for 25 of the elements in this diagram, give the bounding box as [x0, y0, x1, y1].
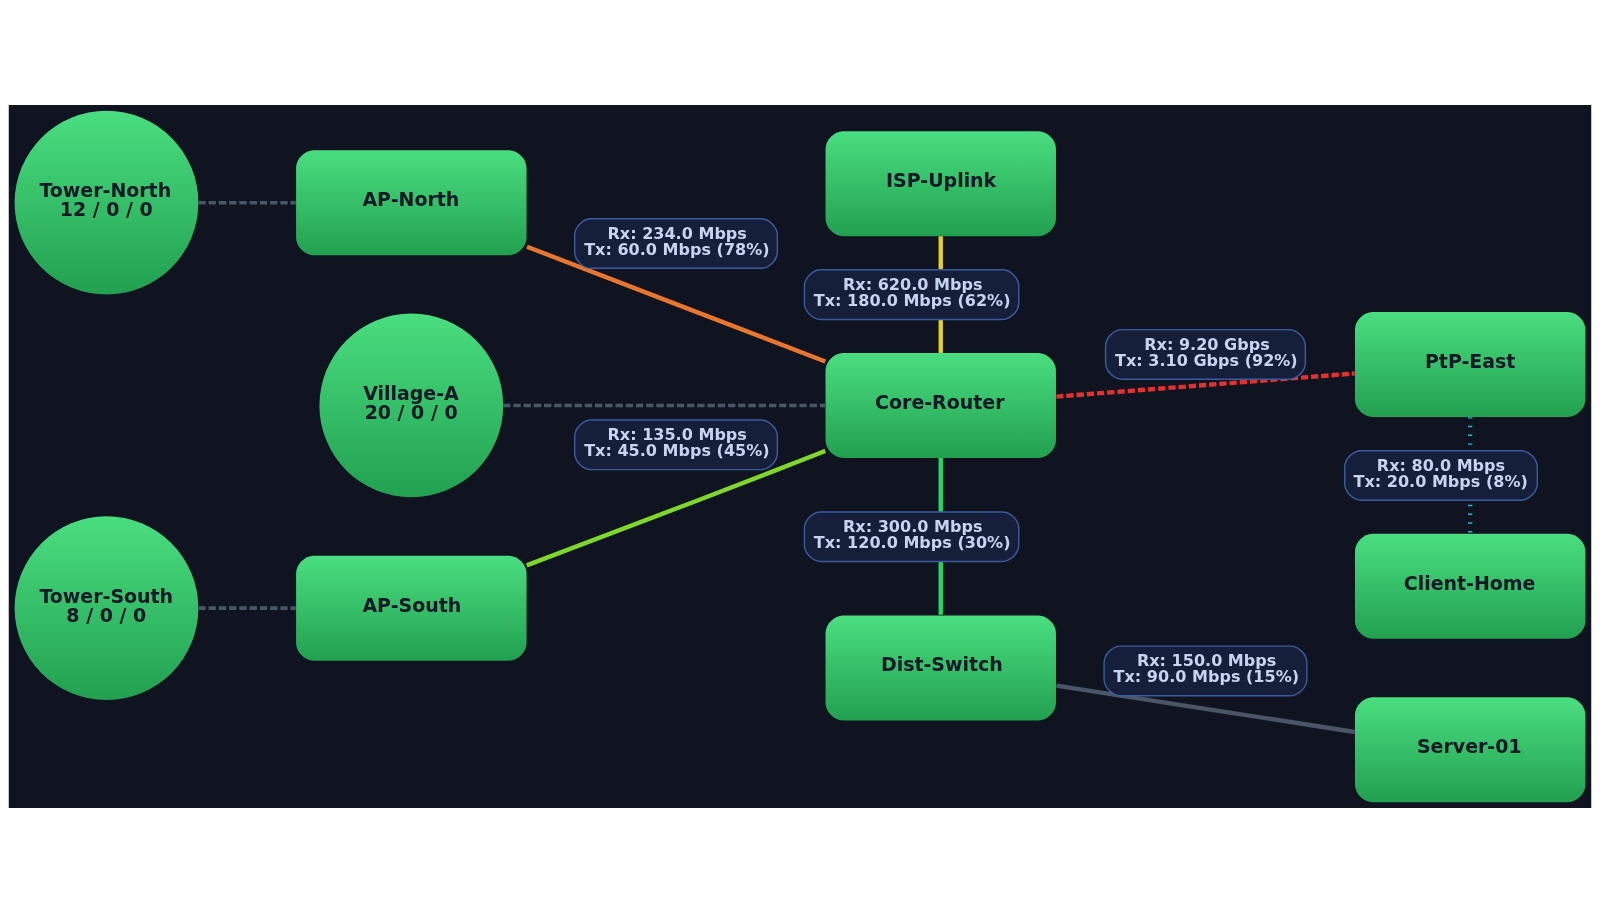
node-box: Dist-Switch	[825, 615, 1056, 720]
edge-label: Rx: 234.0 Mbps Tx: 60.0 Mbps (78%)	[584, 223, 770, 259]
node-circle: Tower-South 8 / 0 / 0	[14, 515, 199, 700]
connector	[526, 244, 827, 364]
node-box: AP-North	[296, 149, 527, 255]
node-box: Client-Home	[1354, 533, 1586, 639]
connector	[1056, 683, 1356, 734]
node-circle: Village-A 20 / 0 / 0	[319, 313, 504, 497]
edge-label: Rx: 9.20 Gbps Tx: 3.10 Gbps (92%)	[1115, 334, 1298, 370]
node-box: AP-South	[296, 555, 527, 661]
node-box: PtP-East	[1354, 311, 1586, 417]
edge-label: Rx: 135.0 Mbps Tx: 45.0 Mbps (45%)	[584, 424, 770, 460]
connector	[525, 448, 827, 567]
connector	[198, 200, 296, 205]
edge-label: Rx: 150.0 Mbps Tx: 90.0 Mbps (15%)	[1113, 650, 1300, 686]
edge-label: Rx: 300.0 Mbps Tx: 120.0 Mbps (30%)	[813, 516, 1011, 552]
connector	[1056, 370, 1355, 399]
connector	[503, 403, 826, 407]
connector	[198, 605, 296, 610]
node-box: Server-01	[1354, 696, 1586, 802]
node-box: Core-Router	[825, 352, 1056, 458]
node-circle: Tower-North 12 / 0 / 0	[14, 110, 199, 295]
edge-label: Rx: 80.0 Mbps Tx: 20.0 Mbps (8%)	[1353, 455, 1528, 491]
node-box: ISP-Uplink	[825, 130, 1056, 236]
edge-label: Rx: 620.0 Mbps Tx: 180.0 Mbps (62%)	[813, 274, 1011, 310]
